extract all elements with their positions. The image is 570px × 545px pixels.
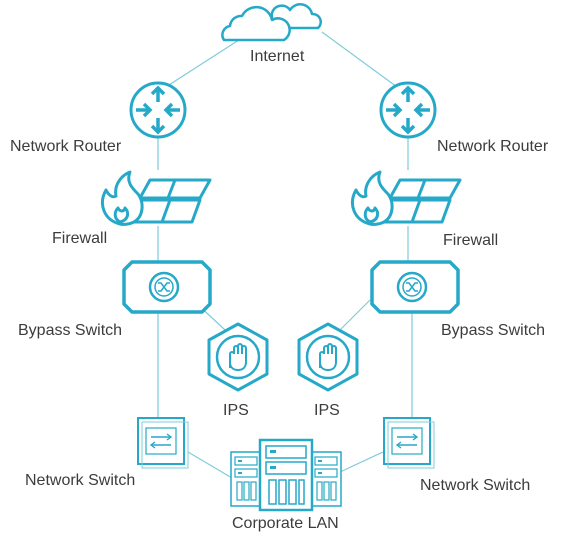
bypass-switch-icon-right — [370, 260, 460, 314]
router-right-label: Network Router — [437, 138, 549, 155]
firewall-icon-left — [101, 170, 212, 226]
link-internet-router-right — [321, 31, 409, 96]
bypass-left-label: Bypass Switch — [18, 322, 123, 339]
ips-right-label: IPS — [314, 402, 340, 419]
ips-left-label: IPS — [223, 402, 249, 419]
lan-label: Corporate LAN — [232, 515, 339, 532]
firewall-right-label: Firewall — [443, 232, 499, 249]
cloud-icon — [221, 3, 322, 42]
firewall-icon-right — [351, 170, 462, 226]
firewall-left-label: Firewall — [52, 230, 108, 247]
router-left-label: Network Router — [10, 138, 122, 155]
link-internet-router-left — [157, 37, 243, 93]
router-icon-right — [379, 81, 437, 139]
bypass-right-label: Bypass Switch — [441, 322, 546, 339]
server-rack-icon — [230, 438, 342, 512]
internet-label: Internet — [250, 48, 305, 65]
network-switch-icon-left — [137, 417, 189, 469]
switch-left-label: Network Switch — [25, 472, 136, 489]
switch-right-label: Network Switch — [420, 477, 531, 494]
ips-hand-icon-left — [207, 322, 269, 392]
router-icon-left — [129, 81, 187, 139]
link-switch-lan-left — [187, 451, 233, 479]
link-switch-lan-right — [339, 451, 384, 473]
bypass-switch-icon-left — [122, 260, 212, 314]
ips-hand-icon-right — [297, 322, 359, 392]
connection-lines — [157, 31, 413, 479]
network-switch-icon-right — [383, 417, 435, 469]
